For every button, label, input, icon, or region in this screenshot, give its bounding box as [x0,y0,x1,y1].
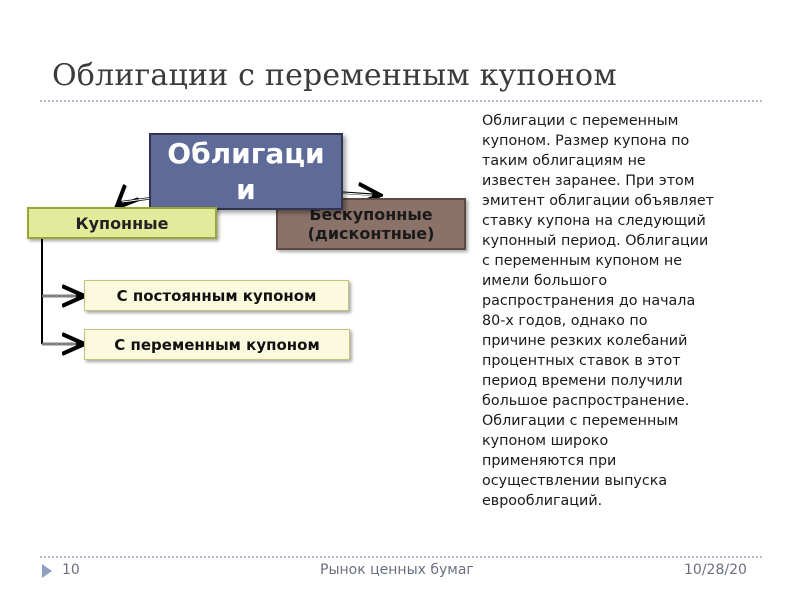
root-label: Облигаци и [167,136,325,206]
fixed-coupon-node: С постоянным купоном [84,280,349,311]
title-divider [40,100,762,102]
fixed-coupon-label: С постоянным купоном [116,286,317,305]
floating-coupon-label: С переменным купоном [114,335,320,354]
triangle-right-icon [42,564,52,578]
description-text: Облигации с переменным купоном. Размер к… [482,113,714,509]
floating-coupon-node: С переменным купоном [84,329,350,360]
zero-coupon-label: Бескупонные (дисконтные) [307,205,435,243]
page-number: 10 [62,562,80,578]
footer-divider [40,556,762,558]
bond-classification-diagram: Бескупонные (дисконтные) Облигаци и Купо… [0,0,470,400]
footer-date: 10/28/20 [684,562,747,578]
slide-title: Облигации с переменным купоном [52,58,617,93]
coupon-bonds-node: Купонные [27,207,217,239]
bonds-root-node: Облигаци и [149,133,343,210]
footer-course-title: Рынок ценных бумаг [320,562,474,578]
coupon-label: Купонные [75,213,169,233]
